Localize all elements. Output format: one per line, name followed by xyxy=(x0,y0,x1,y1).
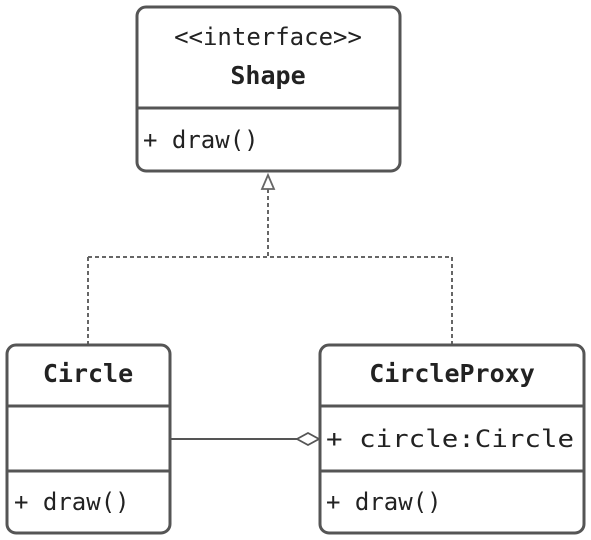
class-circleproxy-method: + draw() xyxy=(326,488,442,516)
class-shape-border xyxy=(135,5,402,173)
class-shape-name: Shape xyxy=(230,61,305,90)
class-circle[interactable]: Circle + draw() xyxy=(5,343,172,535)
class-circleproxy[interactable]: CircleProxy + circle:Circle + draw() xyxy=(318,343,586,535)
class-shape-method: + draw() xyxy=(143,126,259,154)
class-circle-border xyxy=(5,343,172,535)
class-circleproxy-border xyxy=(318,343,586,535)
class-circle-method: + draw() xyxy=(14,488,130,516)
class-shape-stereotype: <<interface>> xyxy=(174,23,362,51)
class-circleproxy-attribute: + circle:Circle xyxy=(326,425,574,453)
realization-arrowhead-icon xyxy=(260,172,276,190)
class-shape[interactable]: <<interface>> Shape + draw() xyxy=(135,5,402,173)
class-circleproxy-name: CircleProxy xyxy=(369,359,535,388)
realization-connectors xyxy=(87,189,453,345)
class-circle-name: Circle xyxy=(43,359,133,388)
aggregation-diamond-icon xyxy=(295,431,321,447)
